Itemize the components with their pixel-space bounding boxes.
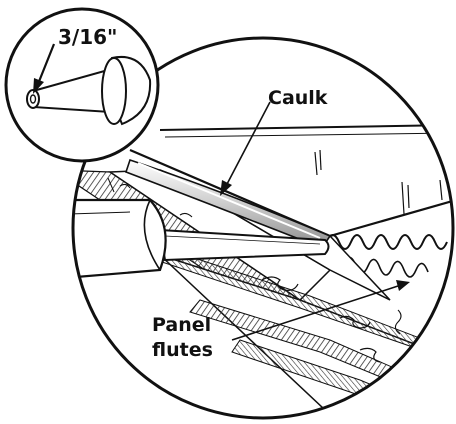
bead-size-label: 3/16" [58, 25, 117, 49]
wall-panel [159, 124, 453, 230]
inset-detail-circle: 3/16" [4, 7, 160, 163]
panel-label-line2: flutes [152, 339, 213, 361]
panel-flutes-callout: Panel flutes [152, 280, 410, 361]
flute-wave [324, 234, 448, 250]
panel-label-line1: Panel [152, 314, 211, 336]
caulk-label: Caulk [268, 87, 328, 109]
caulk-callout: Caulk [220, 87, 328, 196]
caulk-gun [73, 198, 330, 282]
main-detail-circle [71, 36, 455, 420]
